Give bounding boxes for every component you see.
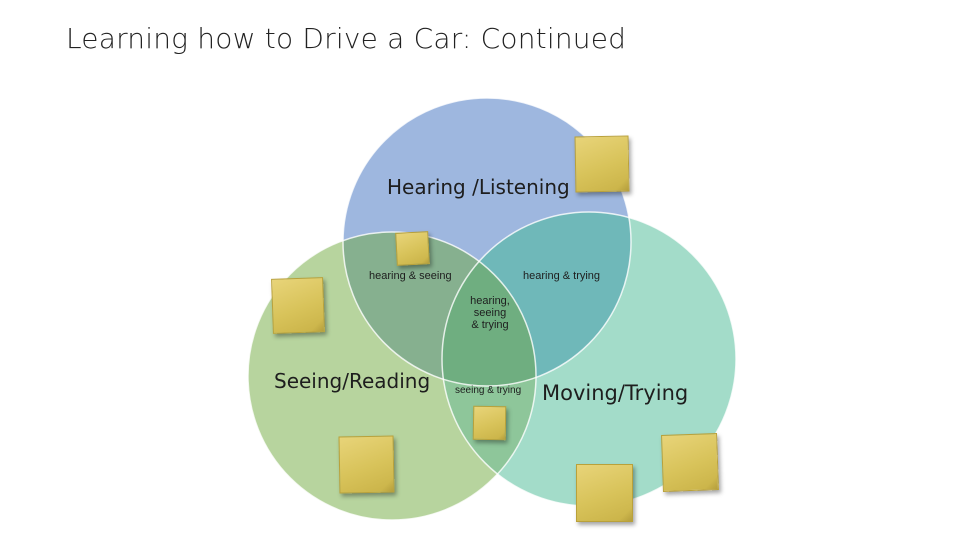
outline-hearing [342,97,632,387]
sticky-note-hearing[interactable] [574,135,630,193]
label-hearing-listening: Hearing /Listening [387,175,570,199]
slide-title: Learning how to Drive a Car: Continued [66,22,627,55]
label-hearing-trying: hearing & trying [523,270,601,282]
sticky-note-moving-bottom[interactable] [576,464,633,522]
sticky-note-seeing-bottom[interactable] [338,435,395,494]
label-seeing-reading: Seeing/Reading [274,369,431,393]
sticky-note-seeing-left[interactable] [271,277,325,334]
sticky-note-hearing-seeing[interactable] [395,231,430,266]
outline-seeing [247,231,537,521]
label-seeing-trying: seeing & trying [455,385,522,396]
sticky-note-moving-right[interactable] [661,433,719,492]
label-hearing-seeing: hearing & seeing [369,270,452,282]
label-moving-trying: Moving/Trying [542,381,689,405]
label-hearing-seeing-trying: hearing, seeing & trying [470,295,510,331]
sticky-note-seeing-trying[interactable] [472,405,507,441]
